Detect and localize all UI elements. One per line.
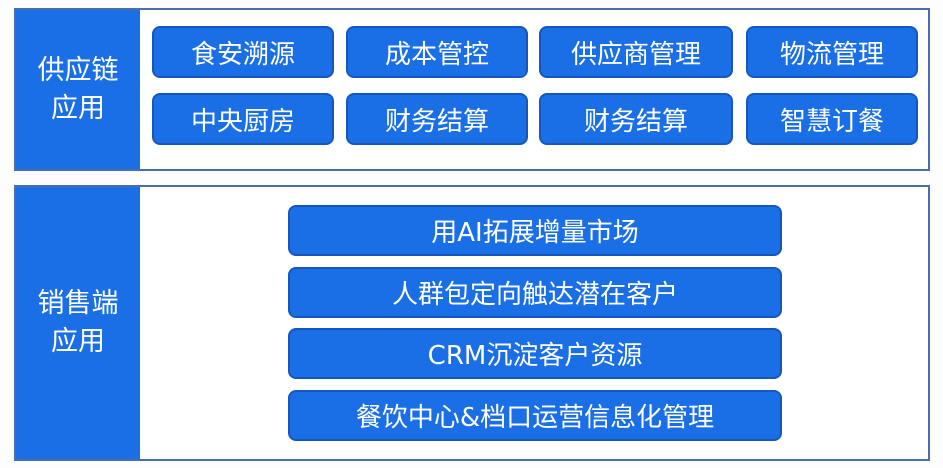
supply-item-smart-ordering[interactable]: 智慧订餐 xyxy=(746,93,918,145)
supply-item-supplier-management[interactable]: 供应商管理 xyxy=(539,26,733,78)
supply-chain-label: 供应链应用 xyxy=(16,10,140,169)
sales-item-crm[interactable]: CRM沉淀客户资源 xyxy=(288,328,782,379)
sales-panel: 销售端应用 用AI拓展增量市场 人群包定向触达潜在客户 CRM沉淀客户资源 餐饮… xyxy=(14,185,930,461)
supply-chain-panel: 供应链应用 食安溯源 成本管控 供应商管理 物流管理 中央厨房 财务结算 财务结… xyxy=(14,8,930,171)
supply-item-financial-settlement-2[interactable]: 财务结算 xyxy=(539,93,733,145)
supply-item-food-traceability[interactable]: 食安溯源 xyxy=(152,26,334,78)
sales-item-catering-operations[interactable]: 餐饮中心&档口运营信息化管理 xyxy=(288,390,782,441)
supply-item-central-kitchen[interactable]: 中央厨房 xyxy=(152,93,334,145)
supply-item-logistics[interactable]: 物流管理 xyxy=(746,26,918,78)
supply-item-financial-settlement[interactable]: 财务结算 xyxy=(346,93,528,145)
sales-label: 销售端应用 xyxy=(16,187,140,459)
sales-item-ai-market[interactable]: 用AI拓展增量市场 xyxy=(288,205,782,256)
supply-item-cost-control[interactable]: 成本管控 xyxy=(346,26,528,78)
sales-item-audience-targeting[interactable]: 人群包定向触达潜在客户 xyxy=(288,267,782,318)
